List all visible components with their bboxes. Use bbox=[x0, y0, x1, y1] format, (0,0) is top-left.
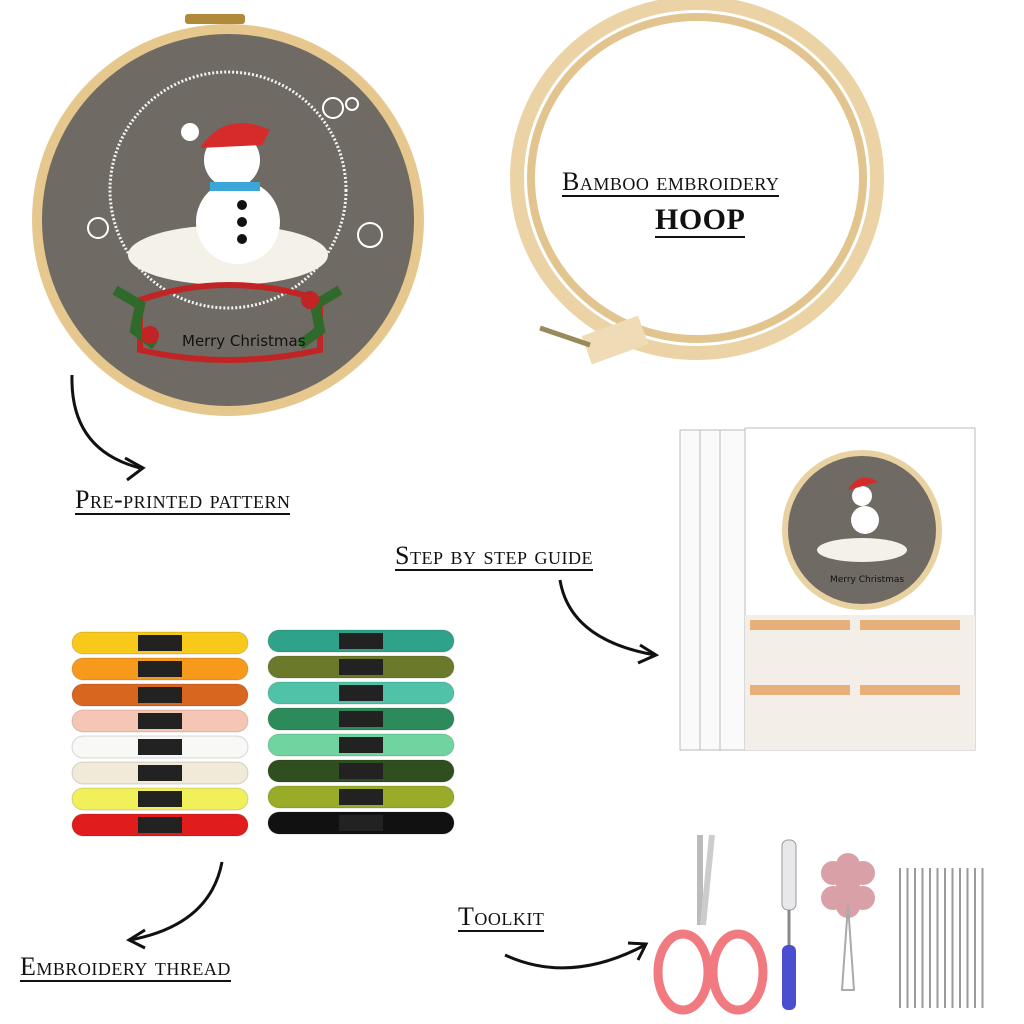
needle-threader-icon bbox=[821, 853, 875, 991]
thread-band bbox=[339, 711, 383, 727]
toolkit-items bbox=[653, 834, 984, 1015]
arrow-pattern bbox=[70, 374, 141, 470]
thread-band bbox=[339, 737, 383, 753]
thread-band bbox=[138, 817, 182, 833]
label-embroidery-thread: Embroidery thread bbox=[20, 952, 231, 983]
instruction-guide bbox=[679, 427, 976, 751]
thread-band bbox=[138, 661, 182, 677]
hoop-clamp bbox=[581, 315, 649, 365]
thread-band bbox=[138, 635, 182, 651]
arrows bbox=[70, 374, 660, 970]
thread-band bbox=[339, 685, 383, 701]
thread-band bbox=[339, 659, 383, 675]
hoop-screw-rod bbox=[539, 325, 591, 348]
thread-band bbox=[138, 739, 182, 755]
thread-band bbox=[138, 765, 182, 781]
thread-skeins bbox=[71, 629, 455, 837]
thread-band bbox=[339, 815, 383, 831]
scarf bbox=[210, 182, 260, 191]
ribbon bbox=[137, 282, 323, 363]
thread-band bbox=[339, 789, 383, 805]
thread-band bbox=[138, 713, 182, 729]
snow-globe bbox=[108, 70, 348, 310]
hoop-screw bbox=[185, 14, 245, 24]
label-pre-printed-pattern: Pre-printed pattern bbox=[75, 485, 291, 516]
embroidered-hoop bbox=[32, 14, 424, 416]
needles-icon bbox=[899, 868, 984, 1008]
thread-band bbox=[339, 633, 383, 649]
label-step-guide: Step by step guide bbox=[395, 541, 593, 572]
seam-ripper-icon bbox=[781, 839, 797, 1010]
guide-text: Merry Christmas bbox=[830, 575, 904, 585]
thread-band bbox=[138, 791, 182, 807]
bamboo-hoop bbox=[510, 0, 884, 365]
arrowhead bbox=[124, 456, 146, 482]
label-bamboo-hoop: Bamboo embroidery bbox=[562, 167, 780, 198]
scissors-icon bbox=[653, 834, 768, 1015]
santa-hat bbox=[200, 123, 270, 148]
thread-band bbox=[138, 687, 182, 703]
thread-band bbox=[339, 763, 383, 779]
label-toolkit: Toolkit bbox=[458, 902, 545, 933]
pattern-text: Merry Christmas bbox=[182, 332, 306, 350]
label-hoop: HOOP bbox=[655, 203, 746, 238]
holly-right bbox=[297, 285, 343, 349]
